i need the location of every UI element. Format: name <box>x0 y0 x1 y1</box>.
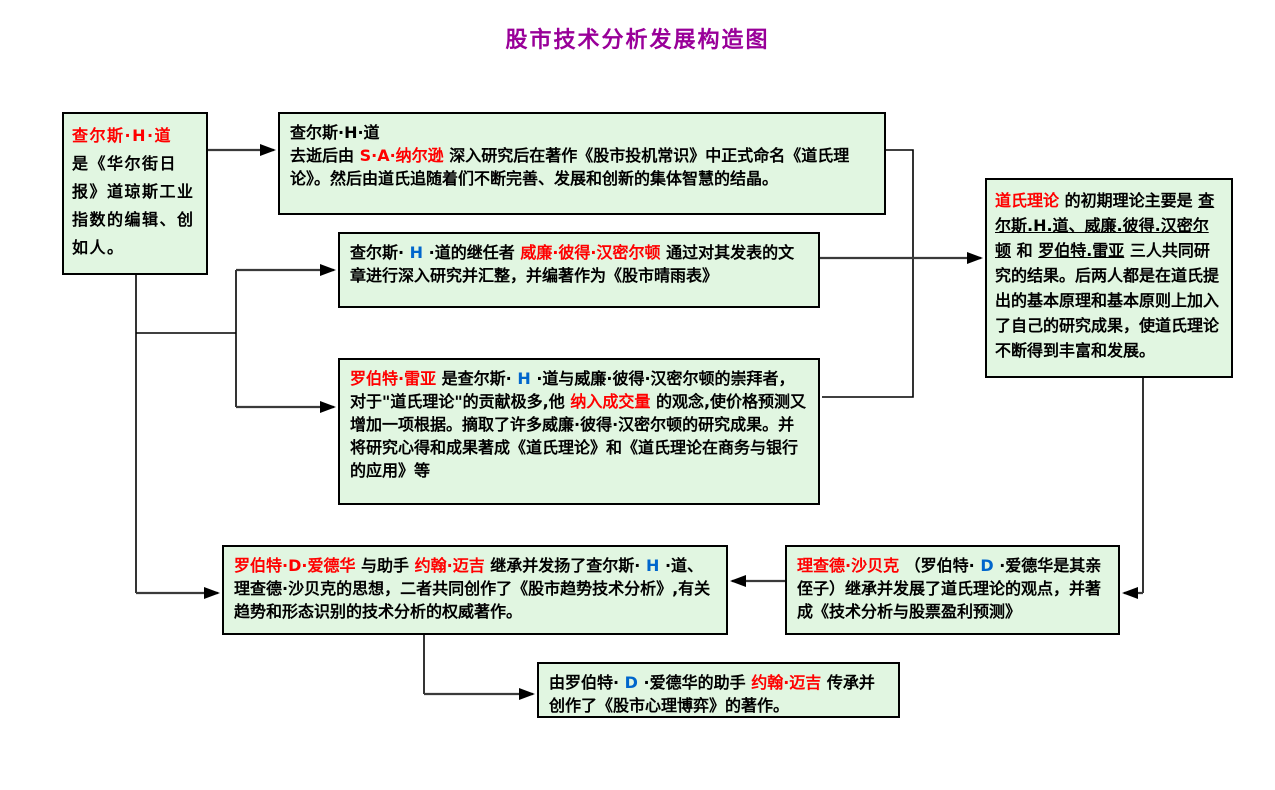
text-segment: 是查尔斯· <box>441 369 512 388</box>
box-rhea: 罗伯特·雷亚 是查尔斯· H ·道与威廉·彼得·汉密尔顿的崇拜者，对于"道氏理论… <box>338 358 820 505</box>
box-nelson: 查尔斯·H·道 去逝后由 S·A·纳尔逊 深入研究后在著作《股市投机常识》中正式… <box>278 112 886 215</box>
names-underlined: 查尔斯.H.道、威廉.彼得.汉密尔顿 <box>995 191 1215 260</box>
text-segment: 三人共同研究的结果。后两人都是在道氏提出的基本原理和基本原则上加入了自己的研究成… <box>995 241 1220 360</box>
text-segment: 通过对其发表的文章进行深入研究并汇整，并编著作为《股市晴雨表》 <box>350 243 795 285</box>
name-magee: 约翰·迈吉 <box>751 673 822 692</box>
box-magee: 由罗伯特· D ·爱德华的助手 约翰·迈吉 传承并创作了《股市心理博弈》的著作。 <box>537 662 900 718</box>
name-rhea: 罗伯特·雷亚 <box>350 369 437 388</box>
text-segment: 去逝后由 <box>290 146 355 165</box>
name-edwards: 罗伯特·D·爱德华 <box>234 556 356 575</box>
name-nelson: S·A·纳尔逊 <box>359 146 444 165</box>
text-segment: 查尔斯· <box>350 243 405 262</box>
text-segment: 与助手 <box>361 556 410 575</box>
name-charles-dow-heading: 查尔斯·H·道 <box>290 123 380 142</box>
text-segment: 由罗伯特· <box>549 673 620 692</box>
box-edwards: 罗伯特·D·爱德华 与助手 约翰·迈吉 继承并发扬了查尔斯· H ·道、理查德·… <box>222 545 728 635</box>
text-segment: ·爱德华的助手 <box>643 673 746 692</box>
name-charles-dow: 查尔斯·H·道 <box>72 126 173 145</box>
text-segment: ·道与威廉·彼得·汉密尔顿的崇拜者，对于"道氏理论"的贡献极多,他 <box>350 369 795 411</box>
initial-h: H <box>409 243 424 262</box>
text-segment: ·道的继任者 <box>428 243 515 262</box>
term-dow-theory: 道氏理论 <box>995 191 1060 210</box>
text-segment: 深入研究后在著作《股市投机常识》中正式命名《道氏理论》。然后由道氏追随着们不断完… <box>290 146 850 188</box>
name-hamilton: 威廉·彼得·汉密尔顿 <box>520 243 661 262</box>
text-segment: 继承并发扬了查尔斯· <box>490 556 641 575</box>
text-segment: 是《华尔街日报》道琼斯工业指数的编辑、创如人。 <box>72 154 195 257</box>
box-charles-dow: 查尔斯·H·道 是《华尔街日报》道琼斯工业指数的编辑、创如人。 <box>62 112 208 275</box>
box-dow-theory: 道氏理论 的初期理论主要是 查尔斯.H.道、威廉.彼得.汉密尔顿 和 罗伯特.雷… <box>985 178 1233 378</box>
text-segment: 和 <box>1016 241 1033 260</box>
text-segment: （罗伯特· <box>904 556 975 575</box>
text-segment: ·道、理查德·沙贝克的思想，二者共同创作了《股市趋势技术分析》,有关趋势和形态识… <box>234 556 711 621</box>
highlight-volume: 纳入成交量 <box>570 392 651 411</box>
name-rhea-underlined: 罗伯特.雷亚 <box>1038 241 1125 260</box>
name-magee: 约翰·迈吉 <box>414 556 485 575</box>
text-segment: 的初期理论主要是 <box>1064 191 1193 210</box>
box-schabacker: 理查德·沙贝克 （罗伯特· D ·爱德华是其亲侄子）继承并发展了道氏理论的观点，… <box>785 545 1120 635</box>
initial-d: D <box>980 556 994 575</box>
initial-d: D <box>624 673 638 692</box>
text-segment: 传承并创作了《股市心理博弈》的著作。 <box>549 673 875 715</box>
initial-h: H <box>517 369 531 388</box>
page-title: 股市技术分析发展构造图 <box>505 28 770 53</box>
line-nelson-rhea-merge <box>822 149 914 398</box>
initial-h: H <box>645 556 660 575</box>
name-schabacker: 理查德·沙贝克 <box>797 556 900 575</box>
text-segment: ·爱德华是其亲侄子）继承并发展了道氏理论的观点，并著成《技术分析与股票盈利预测》 <box>797 556 1102 621</box>
text-segment: 的观念,使价格预测又增加一项根据。摘取了许多威廉·彼得·汉密尔顿的研究成果。并将… <box>350 392 807 480</box>
box-hamilton: 查尔斯· H ·道的继任者 威廉·彼得·汉密尔顿 通过对其发表的文章进行深入研究… <box>338 232 820 308</box>
